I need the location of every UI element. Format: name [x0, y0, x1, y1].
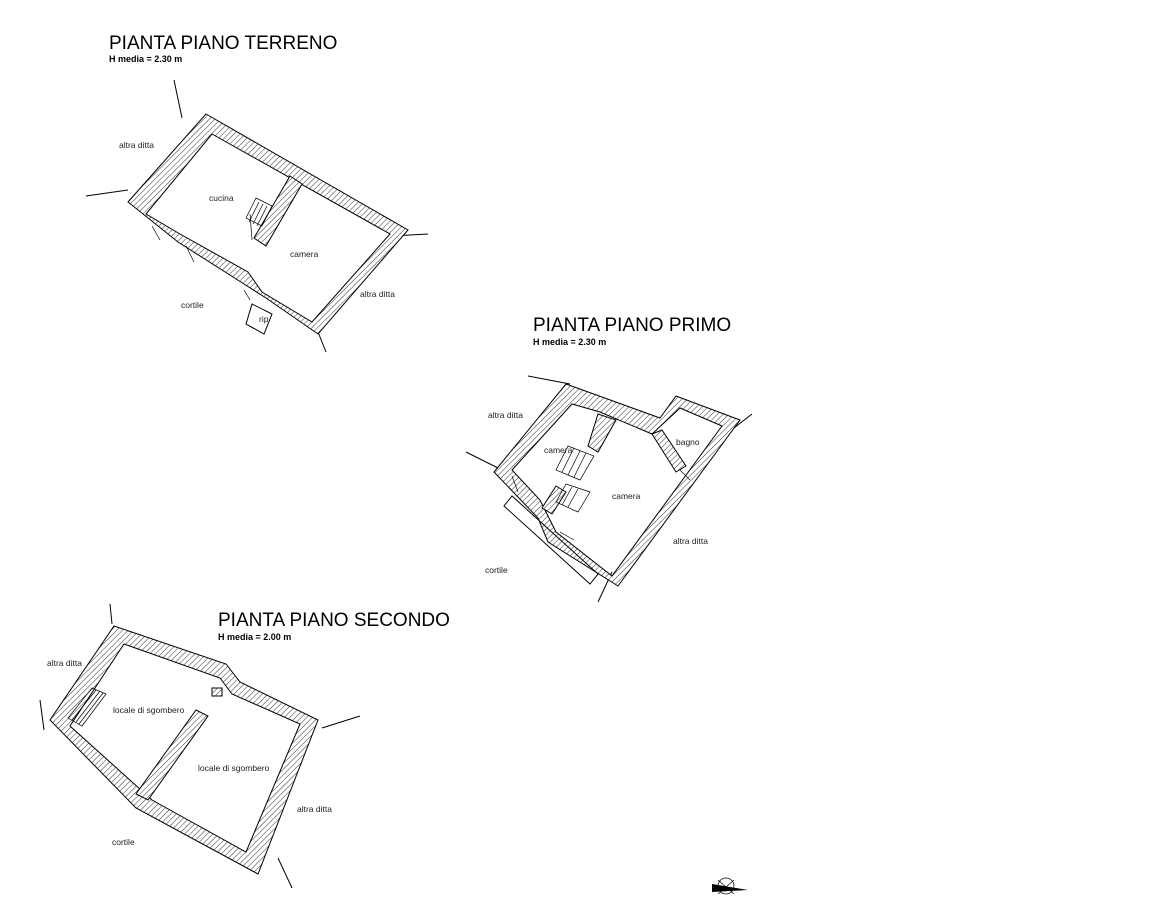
room-label: camera [544, 445, 573, 455]
boundary-line [527, 375, 571, 385]
plan-second-floor: PIANTA PIANO SECONDO H media = 2.00 m al… [39, 603, 450, 889]
room-label: locale di sgombero [198, 763, 270, 773]
boundary-line [39, 699, 45, 731]
door-mark [243, 289, 251, 301]
surrounding-label: cortile [181, 300, 204, 310]
surrounding-label: altra ditta [360, 289, 395, 299]
room-label: locale di sgombero [113, 705, 185, 715]
door-mark [185, 245, 195, 263]
plan-title-ground: PIANTA PIANO TERRENO [109, 33, 337, 54]
surrounding-label: altra ditta [297, 804, 332, 814]
pillar-second [211, 687, 223, 697]
boundary-line [85, 189, 129, 197]
balcony-first [503, 495, 599, 585]
boundary-line [465, 451, 499, 469]
boundary-line [277, 857, 293, 889]
room-label: cucina [209, 193, 234, 203]
stair-ground [245, 197, 273, 241]
surrounding-label: altra ditta [488, 410, 523, 420]
north-arrow-icon [712, 877, 748, 895]
room-label: bagno [676, 437, 700, 447]
room-label: camera [290, 249, 319, 259]
plan-ground-floor: PIANTA PIANO TERRENO H media = 2.30 m ri… [85, 33, 429, 353]
door-mark [511, 475, 519, 493]
boundary-line [733, 413, 753, 429]
walls-ground [127, 113, 409, 335]
plan-subtitle-second: H media = 2.00 m [218, 632, 291, 642]
plan-subtitle-first: H media = 2.30 m [533, 337, 606, 347]
walls-second [49, 625, 319, 875]
interior-wall-first [587, 413, 617, 453]
surrounding-label: altra ditta [119, 140, 154, 150]
storage-box-ground [245, 303, 273, 335]
door-mark [151, 225, 161, 241]
interior-wall-ground [253, 175, 303, 247]
room-label: camera [612, 491, 641, 501]
boundary-line [173, 79, 183, 119]
surrounding-label: cortile [485, 565, 508, 575]
plan-first-floor: PIANTA PIANO PRIMO H media = 2.30 m altr… [465, 315, 753, 603]
boundary-line [321, 715, 361, 729]
surrounding-label: altra ditta [47, 658, 82, 668]
room-label-rip: rip [259, 314, 269, 324]
interior-wall-first [651, 429, 687, 473]
plan-title-first: PIANTA PIANO PRIMO [533, 315, 731, 336]
walls-first [493, 383, 741, 587]
door-mark [679, 469, 691, 481]
interior-wall-second [135, 709, 209, 801]
stair-first [555, 445, 595, 513]
surrounding-label: cortile [112, 837, 135, 847]
door-mark [559, 531, 575, 541]
boundary-line [109, 603, 113, 625]
plan-title-second: PIANTA PIANO SECONDO [218, 610, 450, 631]
plan-subtitle-ground: H media = 2.30 m [109, 54, 182, 64]
stair-second [67, 687, 107, 727]
surrounding-label: altra ditta [673, 536, 708, 546]
